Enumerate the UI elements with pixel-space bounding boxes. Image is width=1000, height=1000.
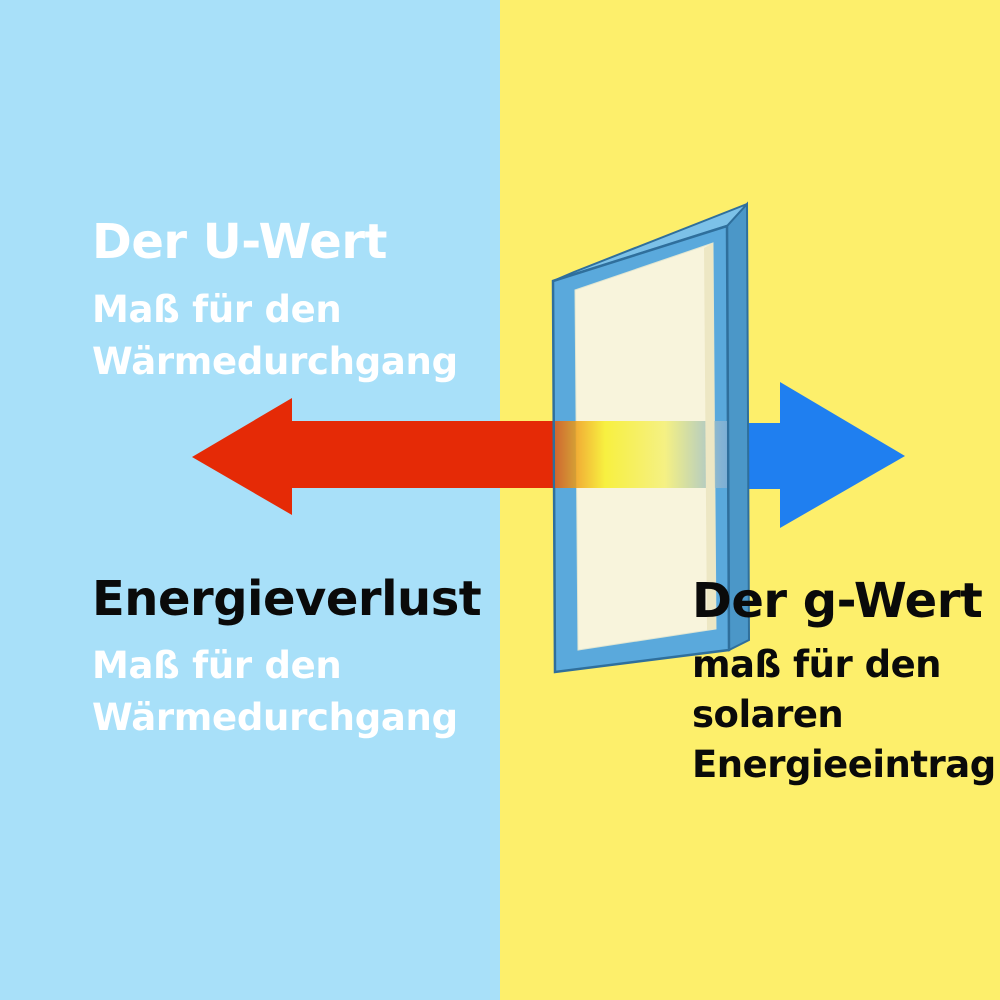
heat-loss-arrow-icon — [192, 398, 560, 515]
left-panel-indoor — [0, 0, 500, 1000]
energy-loss-subtitle-line1: Maß für den — [92, 644, 342, 687]
g-value-line3: Energieeintrag — [692, 743, 996, 786]
g-value-title: Der g-Wert — [692, 573, 983, 629]
g-value-line1: maß für den — [692, 643, 942, 686]
solar-gain-arrow-icon — [725, 382, 905, 528]
u-value-subtitle-line2: Wärmedurchgang — [92, 340, 458, 383]
g-value-line2: solaren — [692, 693, 844, 736]
u-value-subtitle-line1: Maß für den — [92, 288, 342, 331]
energy-loss-title: Energieverlust — [92, 571, 482, 627]
window-glass-pane-icon — [551, 201, 751, 674]
u-value-title: Der U-Wert — [92, 214, 387, 270]
energy-loss-subtitle-line2: Wärmedurchgang — [92, 696, 458, 739]
